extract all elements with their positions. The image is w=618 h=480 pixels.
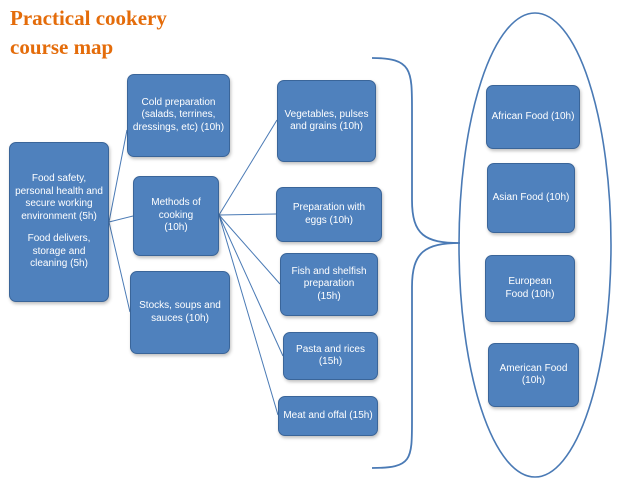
line-methods-eggs <box>218 213 277 216</box>
pasta-label: Pasta and rices (15h) <box>296 343 365 368</box>
line-core-cold <box>108 129 128 223</box>
cuisine-ellipse <box>458 12 612 478</box>
cold-preparation-box: Cold preparation (salads, terrines, dres… <box>127 74 230 157</box>
eggs-box: Preparation with eggs (10h) <box>276 187 382 242</box>
core-box: Food safety, personal health and secure … <box>9 142 109 302</box>
stocks-soups-box: Stocks, soups and sauces (10h) <box>130 271 230 354</box>
eggs-label: Preparation with eggs (10h) <box>292 202 366 226</box>
vegetables-label: Vegetables, pulses and grains (10h) <box>284 108 369 133</box>
stocks-soups-label: Stocks, soups and sauces (10h) <box>139 300 221 324</box>
vegetables-box: Vegetables, pulses and grains (10h) <box>277 80 376 162</box>
fish-label: Fish and shelfish preparation (15h) <box>291 265 367 302</box>
african-food-label: African Food (10h) <box>491 110 575 122</box>
african-food-box: African Food (10h) <box>486 85 580 149</box>
line-methods-fish <box>218 214 281 285</box>
title-line-2: course map <box>10 35 114 59</box>
european-food-box: European Food (10h) <box>485 255 575 322</box>
diagram-title: Practical cookery course map <box>10 4 230 62</box>
european-food-label: European Food (10h) <box>505 276 555 300</box>
core-text-safety: Food safety, personal health and secure … <box>15 173 103 222</box>
asian-food-box: Asian Food (10h) <box>487 163 575 233</box>
american-food-label: American Food (10h) <box>499 362 568 387</box>
line-core-methods <box>108 215 134 223</box>
methods-of-cooking-box: Methods of cooking (10h) <box>133 176 219 256</box>
american-food-box: American Food (10h) <box>488 343 579 407</box>
meat-box: Meat and offal (15h) <box>278 396 378 436</box>
curly-brace <box>371 57 461 469</box>
core-text-storage: Food delivers, storage and cleaning (5h) <box>27 233 91 270</box>
fish-box: Fish and shelfish preparation (15h) <box>280 253 378 316</box>
line-methods-meat <box>218 214 279 416</box>
title-line-1: Practical cookery <box>10 6 167 30</box>
methods-of-cooking-label: Methods of cooking (10h) <box>151 197 201 234</box>
line-methods-vegetables <box>218 119 278 216</box>
pasta-box: Pasta and rices (15h) <box>283 332 378 380</box>
line-methods-pasta <box>218 214 284 357</box>
asian-food-label: Asian Food (10h) <box>492 191 570 203</box>
line-core-stocks <box>108 221 131 313</box>
cold-preparation-label: Cold preparation (salads, terrines, dres… <box>132 96 225 133</box>
meat-label: Meat and offal (15h) <box>283 409 373 421</box>
